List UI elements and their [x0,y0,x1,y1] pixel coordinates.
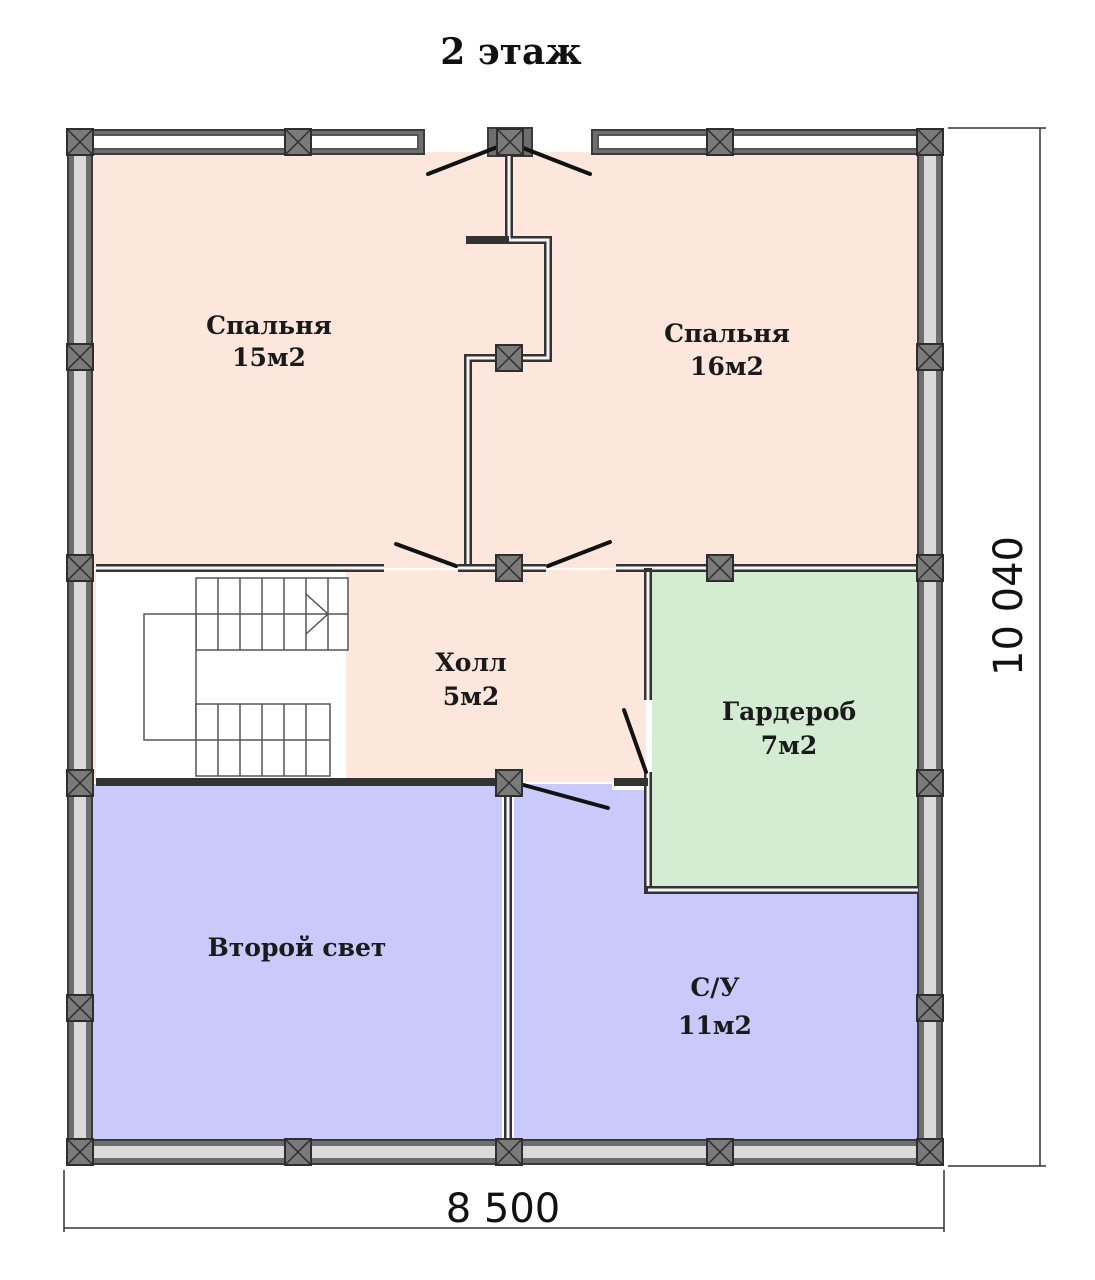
bedroom-left-area-label: 15м2 [232,343,306,372]
dimension-height: 10 040 [948,127,1046,1167]
pillar [916,1138,944,1166]
hall-name: Холл [435,648,506,677]
partition-walls [96,150,918,1140]
pillar [66,994,94,1022]
pillar [495,769,523,797]
pillar [496,128,524,156]
bathroom-area [514,784,918,1140]
pillar [706,554,734,582]
bedroom-right-fill-extra [476,152,550,360]
balcony-door-left [426,144,502,176]
wardrobe-area-label: 7м2 [761,731,818,760]
door-bedroom-right [546,540,612,568]
wardrobe-area [652,572,918,888]
room-labels: Спальня 15м2 Спальня 16м2 Холл 5м2 Гарде… [206,311,856,1040]
window-top-left [91,134,419,150]
pillar [916,554,944,582]
bedroom-left-name: Спальня [206,311,332,340]
plan-title: 2 этаж [440,31,582,73]
second-light-name: Второй свет [208,933,387,962]
door-bathroom [518,782,610,810]
pillar [66,769,94,797]
pillar [495,1138,523,1166]
pillar [916,343,944,371]
width-dimension-label: 8 500 [446,1186,561,1232]
bedroom-left-area [92,152,476,568]
pillar [706,128,734,156]
height-dimension-label: 10 040 [986,536,1032,676]
pillar [916,994,944,1022]
pillars [66,128,944,1166]
room-fills [92,152,918,1140]
balcony-door-right [516,144,592,176]
pillar [66,554,94,582]
bathroom-area-label: 11м2 [678,1011,752,1040]
pillar [66,128,94,156]
dimension-width: 8 500 [63,1170,945,1232]
door-bedroom-left [394,542,458,568]
bedroom-right-name: Спальня [664,319,790,348]
second-light-area [92,784,502,1140]
door-wardrobe [622,708,648,774]
pillar [706,1138,734,1166]
pillar [495,554,523,582]
bedroom-right-area-label: 16м2 [690,352,764,381]
pillar [284,1138,312,1166]
window-top-right [597,134,919,150]
wardrobe-name: Гардероб [722,697,856,726]
pillar [284,128,312,156]
pillar [66,343,94,371]
doors [394,144,648,810]
pillar [495,344,523,372]
hall-area-label: 5м2 [443,682,500,711]
pillar [916,128,944,156]
pillar [916,769,944,797]
staircase [96,572,349,778]
pillar [66,1138,94,1166]
bathroom-name: С/У [690,973,739,1002]
